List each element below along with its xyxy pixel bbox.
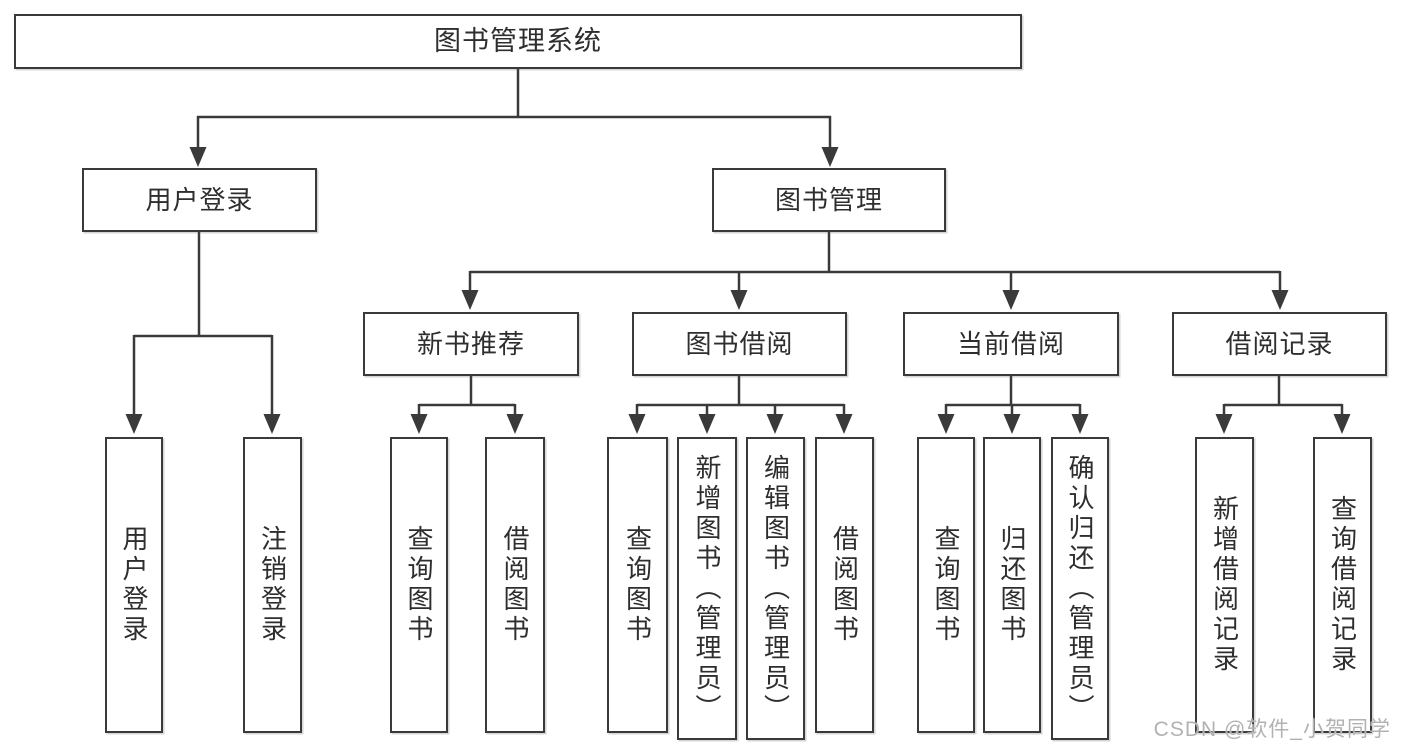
- leaf-return-books: 归还图书: [983, 437, 1041, 733]
- leaf-query-books-current: 查询图书: [917, 437, 975, 733]
- node-borrow-records: 借阅记录: [1172, 312, 1387, 376]
- leaf-edit-books-admin: 编辑图书（管理员）: [746, 437, 805, 740]
- leaf-add-books-admin: 新增图书（管理员）: [677, 437, 737, 740]
- leaf-borrow-books-recommend-label: 借阅图书: [500, 525, 530, 645]
- leaf-query-books-borrow-label: 查询图书: [622, 525, 653, 645]
- node-current-borrow: 当前借阅: [903, 312, 1119, 376]
- node-book-management-label: 图书管理: [774, 185, 883, 215]
- csdn-watermark: CSDN @软件_小贺同学: [1153, 718, 1391, 741]
- node-library-system-label: 图书管理系统: [434, 26, 602, 56]
- leaf-borrow-books-recommend: 借阅图书: [485, 437, 545, 733]
- leaf-add-borrow-record: 新增借阅记录: [1195, 437, 1254, 733]
- leaf-borrow-books: 借阅图书: [815, 437, 874, 733]
- leaf-confirm-return-admin-label: 确认归还（管理员）: [1065, 453, 1095, 724]
- leaf-logout-label: 注销登录: [257, 525, 288, 645]
- leaf-query-borrow-record-label: 查询借阅记录: [1327, 495, 1358, 675]
- leaf-user-login-label: 用户登录: [119, 525, 149, 645]
- node-borrow-records-label: 借阅记录: [1225, 329, 1334, 359]
- node-book-borrow-label: 图书借阅: [685, 329, 794, 359]
- leaf-borrow-books-label: 借阅图书: [829, 525, 860, 645]
- node-book-borrow: 图书借阅: [632, 312, 847, 376]
- node-new-book-recommend: 新书推荐: [363, 312, 579, 376]
- leaf-add-borrow-record-label: 新增借阅记录: [1209, 495, 1240, 675]
- leaf-add-books-admin-label: 新增图书（管理员）: [692, 453, 722, 724]
- node-new-book-recommend-label: 新书推荐: [416, 329, 525, 359]
- node-library-system: 图书管理系统: [14, 14, 1022, 69]
- leaf-query-books-borrow: 查询图书: [607, 437, 668, 733]
- leaf-query-books-current-label: 查询图书: [931, 525, 961, 645]
- leaf-query-books-recommend-label: 查询图书: [404, 525, 434, 645]
- node-user-login: 用户登录: [82, 168, 317, 232]
- leaf-user-login: 用户登录: [105, 437, 163, 733]
- leaf-logout: 注销登录: [243, 437, 302, 733]
- leaf-edit-books-admin-label: 编辑图书（管理员）: [760, 453, 791, 724]
- node-user-login-label: 用户登录: [145, 185, 254, 215]
- node-current-borrow-label: 当前借阅: [956, 329, 1065, 359]
- leaf-query-borrow-record: 查询借阅记录: [1313, 437, 1372, 733]
- node-book-management: 图书管理: [712, 168, 946, 232]
- leaf-confirm-return-admin: 确认归还（管理员）: [1051, 437, 1109, 740]
- leaf-return-books-label: 归还图书: [997, 525, 1027, 645]
- leaf-query-books-recommend: 查询图书: [390, 437, 448, 733]
